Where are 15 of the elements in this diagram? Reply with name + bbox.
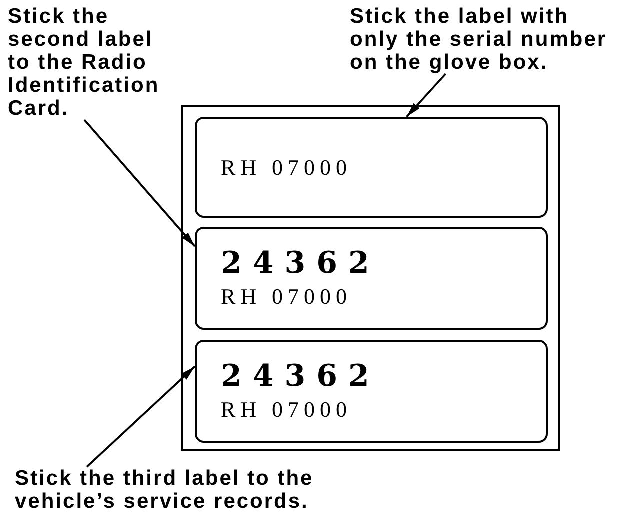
instruction-text: Stick the label with only the serial number on the glove box. [350, 5, 609, 74]
sticker-label [195, 227, 548, 330]
leader-arrow [86, 366, 196, 468]
instruction-text: Stick the third label to the vehicle’s service records. [15, 467, 315, 513]
code-number: 24362 [221, 246, 370, 282]
sticker-label [195, 340, 548, 443]
serial-number: RH 07000 [221, 282, 348, 310]
serial-number: RH 07000 [221, 396, 348, 424]
serial-number: RH 07000 [221, 154, 348, 182]
leader-arrow [84, 119, 196, 248]
code-number: 24362 [221, 358, 370, 394]
leader-arrow [406, 73, 447, 118]
sticker-label [195, 117, 548, 218]
label-sheet [181, 105, 560, 451]
instruction-text: Stick the second label to the Radio Identification Card. [8, 5, 161, 120]
